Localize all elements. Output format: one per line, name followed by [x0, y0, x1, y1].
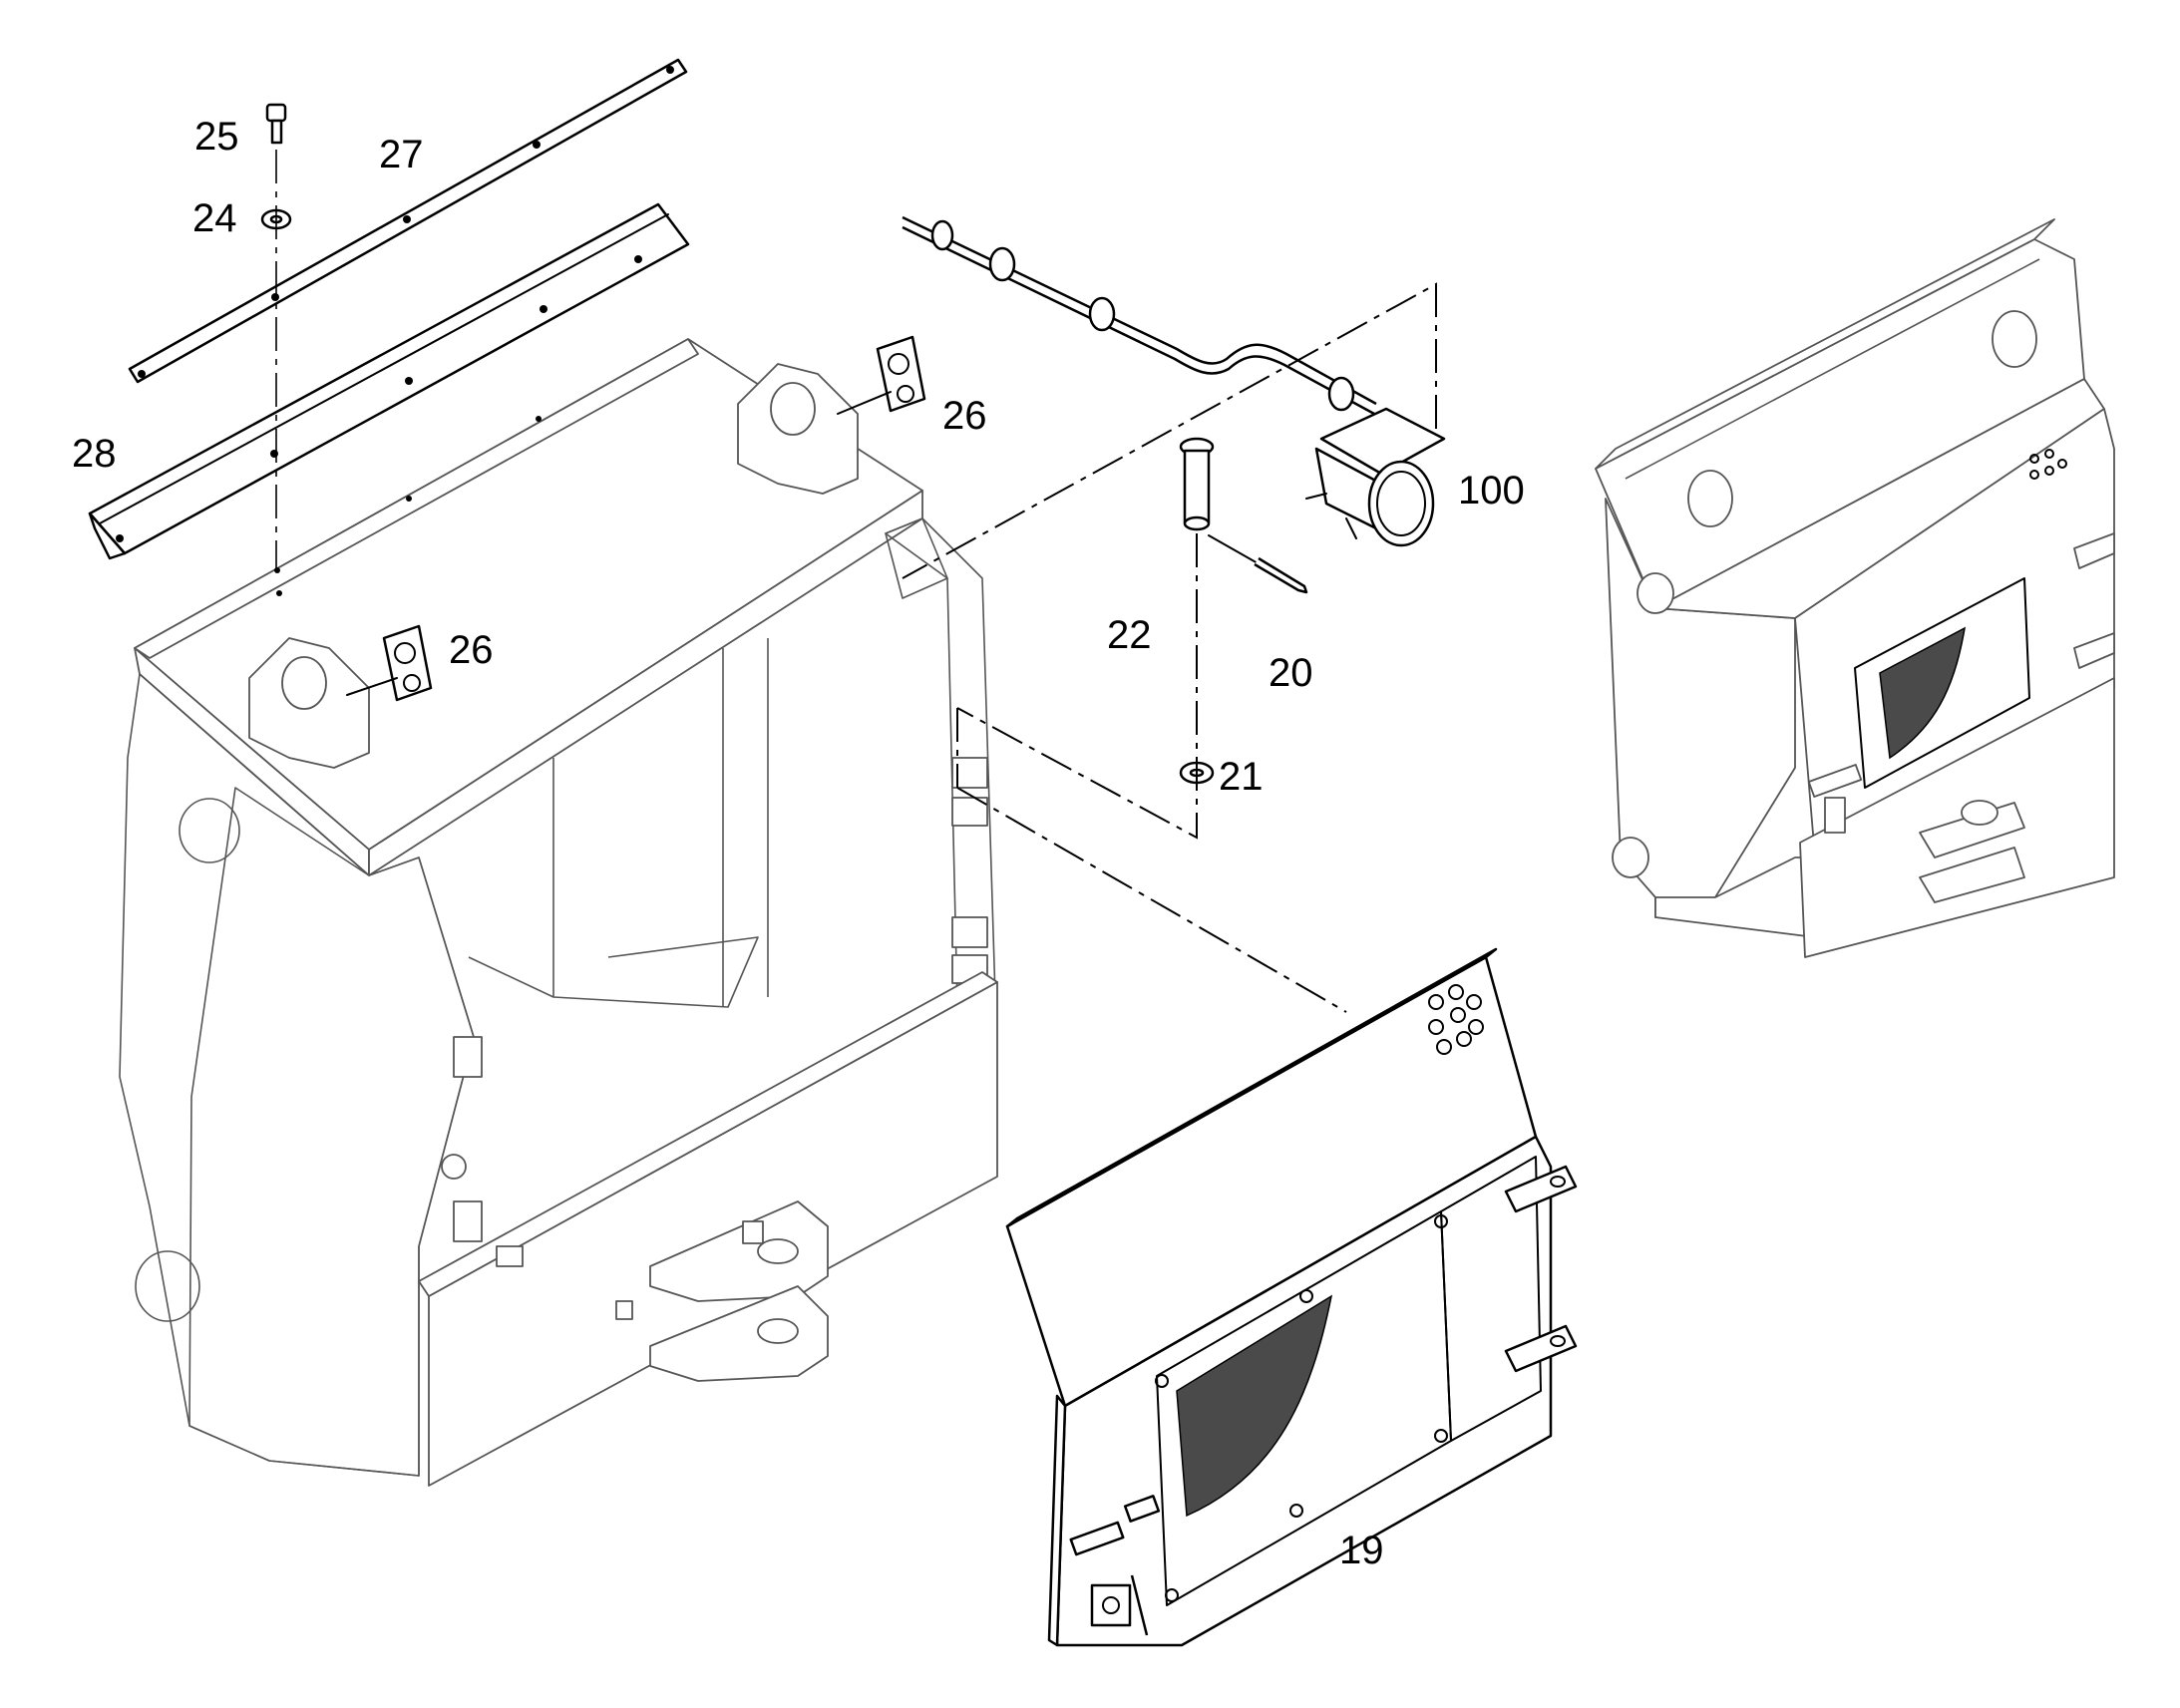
- part-19-front-panel: [956, 787, 1578, 1647]
- assembled-view: [1595, 218, 2115, 958]
- screw-and-washer: [260, 103, 292, 568]
- callout-26-left: 26: [449, 628, 494, 672]
- callout-28: 28: [72, 432, 117, 476]
- counterweight-body: [119, 338, 998, 1487]
- callout-22: 22: [1107, 613, 1152, 657]
- callouts: 25 27 24 28 26 26 100 22 20 21 19: [72, 115, 1525, 1572]
- callout-21: 21: [1219, 755, 1264, 799]
- callout-26-top: 26: [942, 394, 987, 438]
- part-26-labels: [346, 335, 926, 702]
- pin-cotter-washer: [956, 437, 1308, 840]
- callout-100: 100: [1458, 469, 1525, 512]
- callout-27: 27: [379, 133, 424, 176]
- callout-24: 24: [192, 196, 237, 240]
- callout-25: 25: [194, 115, 239, 159]
- callout-20: 20: [1269, 651, 1313, 695]
- callout-19: 19: [1339, 1529, 1384, 1572]
- part-27-strip: [128, 58, 688, 384]
- part-100-horn-assembly: [902, 215, 1446, 579]
- part-28-edge-plate: [88, 202, 690, 560]
